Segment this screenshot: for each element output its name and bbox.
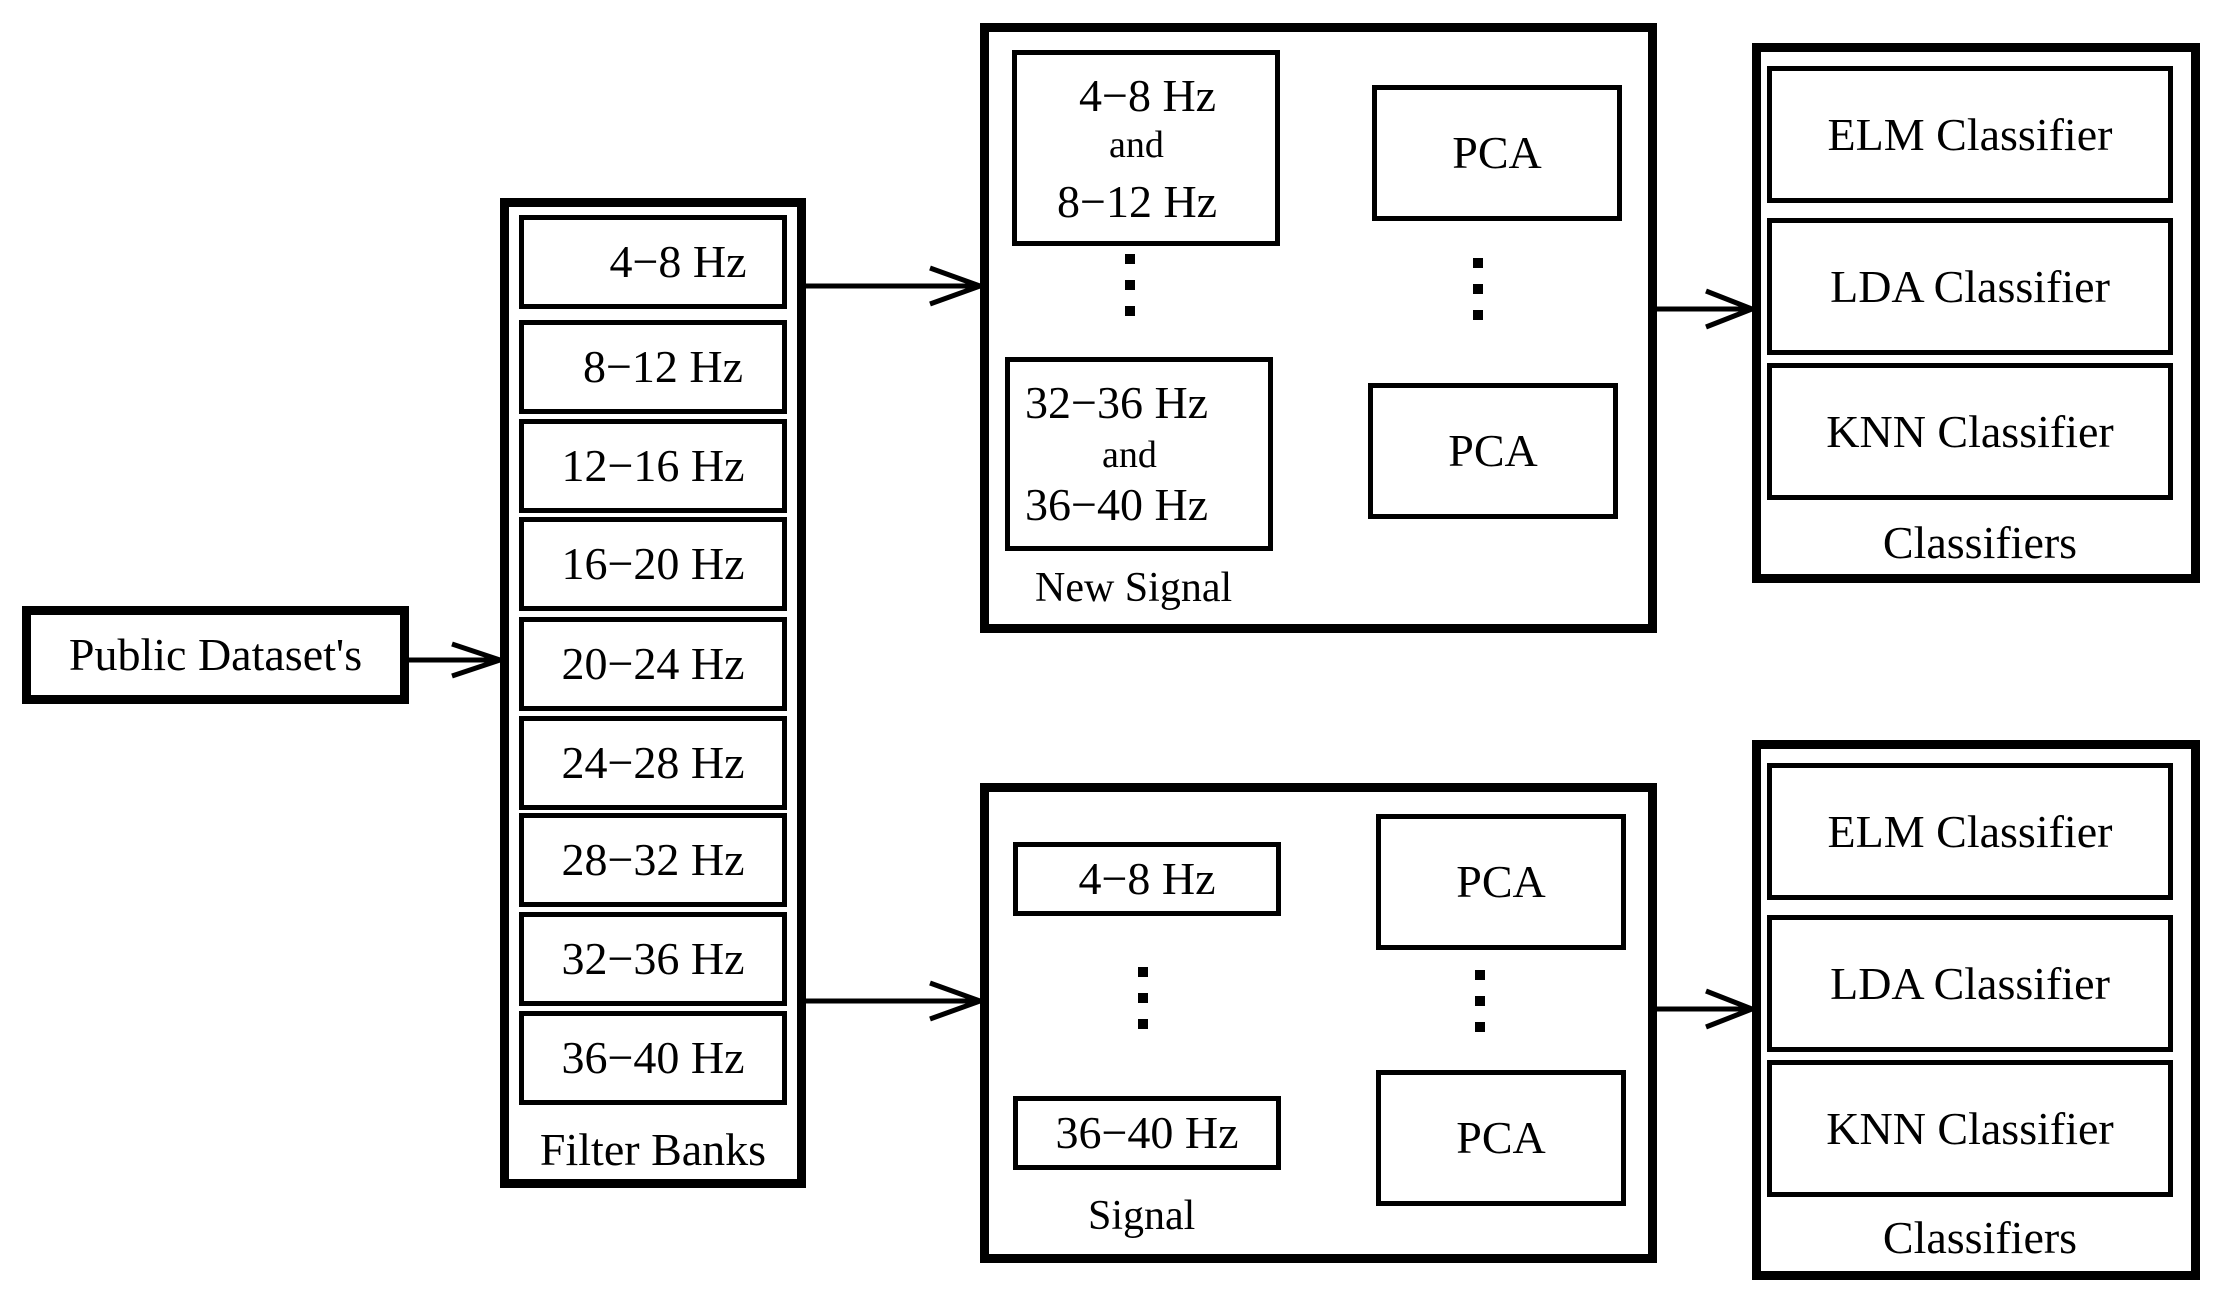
filter-band-label: 12−16 Hz xyxy=(561,440,745,491)
classifier-label: LDA Classifier xyxy=(1830,260,2110,312)
public-dataset-label: Public Dataset's xyxy=(68,629,363,680)
classifier-label: KNN Classifier xyxy=(1826,1102,2114,1154)
classifiers-top-caption: Classifiers xyxy=(1882,517,2078,568)
band-pair-top: 4−8 Hz and 8−12 Hz xyxy=(1012,50,1280,246)
lda-classifier-top: LDA Classifier xyxy=(1767,218,2173,355)
knn-classifier-bottom: KNN Classifier xyxy=(1767,1060,2173,1197)
pca-label: PCA xyxy=(1452,127,1542,178)
knn-classifier-top: KNN Classifier xyxy=(1767,363,2173,500)
filter-band-6: 24−28 Hz xyxy=(519,716,787,810)
ellipsis-dots xyxy=(1125,254,1135,332)
band-pair-bottom-and: and xyxy=(1102,434,1157,476)
classifier-label: LDA Classifier xyxy=(1830,957,2110,1009)
filter-band-7: 28−32 Hz xyxy=(519,813,787,907)
filter-band-3: 12−16 Hz xyxy=(519,419,787,513)
band-pair-top-line3: 8−12 Hz xyxy=(1057,176,1218,227)
classifier-label: KNN Classifier xyxy=(1826,405,2114,457)
ellipsis-dots xyxy=(1475,970,1485,1048)
filter-band-4: 16−20 Hz xyxy=(519,517,787,611)
filter-band-1: 4−8 Hz xyxy=(519,215,787,309)
new-signal-caption: New Signal xyxy=(1035,565,1233,611)
ellipsis-dots xyxy=(1138,967,1148,1045)
band-box-top: 4−8 Hz xyxy=(1013,842,1281,916)
filter-band-label: 32−36 Hz xyxy=(561,933,745,984)
pca-box-signal-bottom: PCA xyxy=(1376,1070,1626,1206)
elm-classifier-bottom: ELM Classifier xyxy=(1767,763,2173,900)
public-dataset-box: Public Dataset's xyxy=(22,606,409,704)
filter-band-label: 16−20 Hz xyxy=(561,538,745,589)
band-label: 4−8 Hz xyxy=(1078,853,1216,904)
filter-banks-caption: Filter Banks xyxy=(539,1124,767,1175)
band-pair-top-and: and xyxy=(1109,124,1164,166)
filter-band-5: 20−24 Hz xyxy=(519,617,787,711)
filter-band-2: 8−12 Hz xyxy=(519,320,787,414)
pca-label: PCA xyxy=(1456,1112,1546,1163)
band-pair-bottom: 32−36 Hz and 36−40 Hz xyxy=(1005,357,1273,551)
band-box-bottom: 36−40 Hz xyxy=(1013,1096,1281,1170)
band-pair-top-line1: 4−8 Hz xyxy=(1079,70,1217,121)
band-pair-bottom-line3: 36−40 Hz xyxy=(1025,479,1209,530)
pca-box-signal-top: PCA xyxy=(1376,814,1626,950)
filter-band-8: 32−36 Hz xyxy=(519,912,787,1006)
pca-label: PCA xyxy=(1456,856,1546,907)
lda-classifier-bottom: LDA Classifier xyxy=(1767,915,2173,1052)
band-pair-bottom-line1: 32−36 Hz xyxy=(1025,377,1209,428)
ellipsis-dots xyxy=(1473,258,1483,336)
pca-box-new-bottom: PCA xyxy=(1368,383,1618,519)
pca-box-new-top: PCA xyxy=(1372,85,1622,221)
elm-classifier-top: ELM Classifier xyxy=(1767,66,2173,203)
signal-caption: Signal xyxy=(1088,1193,1196,1239)
pca-label: PCA xyxy=(1448,425,1538,476)
classifiers-bottom-caption: Classifiers xyxy=(1882,1212,2078,1263)
classifier-label: ELM Classifier xyxy=(1827,108,2113,160)
filter-band-label: 8−12 Hz xyxy=(582,341,744,392)
filter-band-label: 36−40 Hz xyxy=(561,1032,745,1083)
filter-band-label: 20−24 Hz xyxy=(561,638,745,689)
filter-band-label: 28−32 Hz xyxy=(561,834,745,885)
filter-band-9: 36−40 Hz xyxy=(519,1011,787,1105)
classifier-label: ELM Classifier xyxy=(1827,805,2113,857)
filter-band-label: 24−28 Hz xyxy=(561,737,745,788)
filter-band-label: 4−8 Hz xyxy=(609,236,747,287)
band-label: 36−40 Hz xyxy=(1055,1107,1239,1158)
